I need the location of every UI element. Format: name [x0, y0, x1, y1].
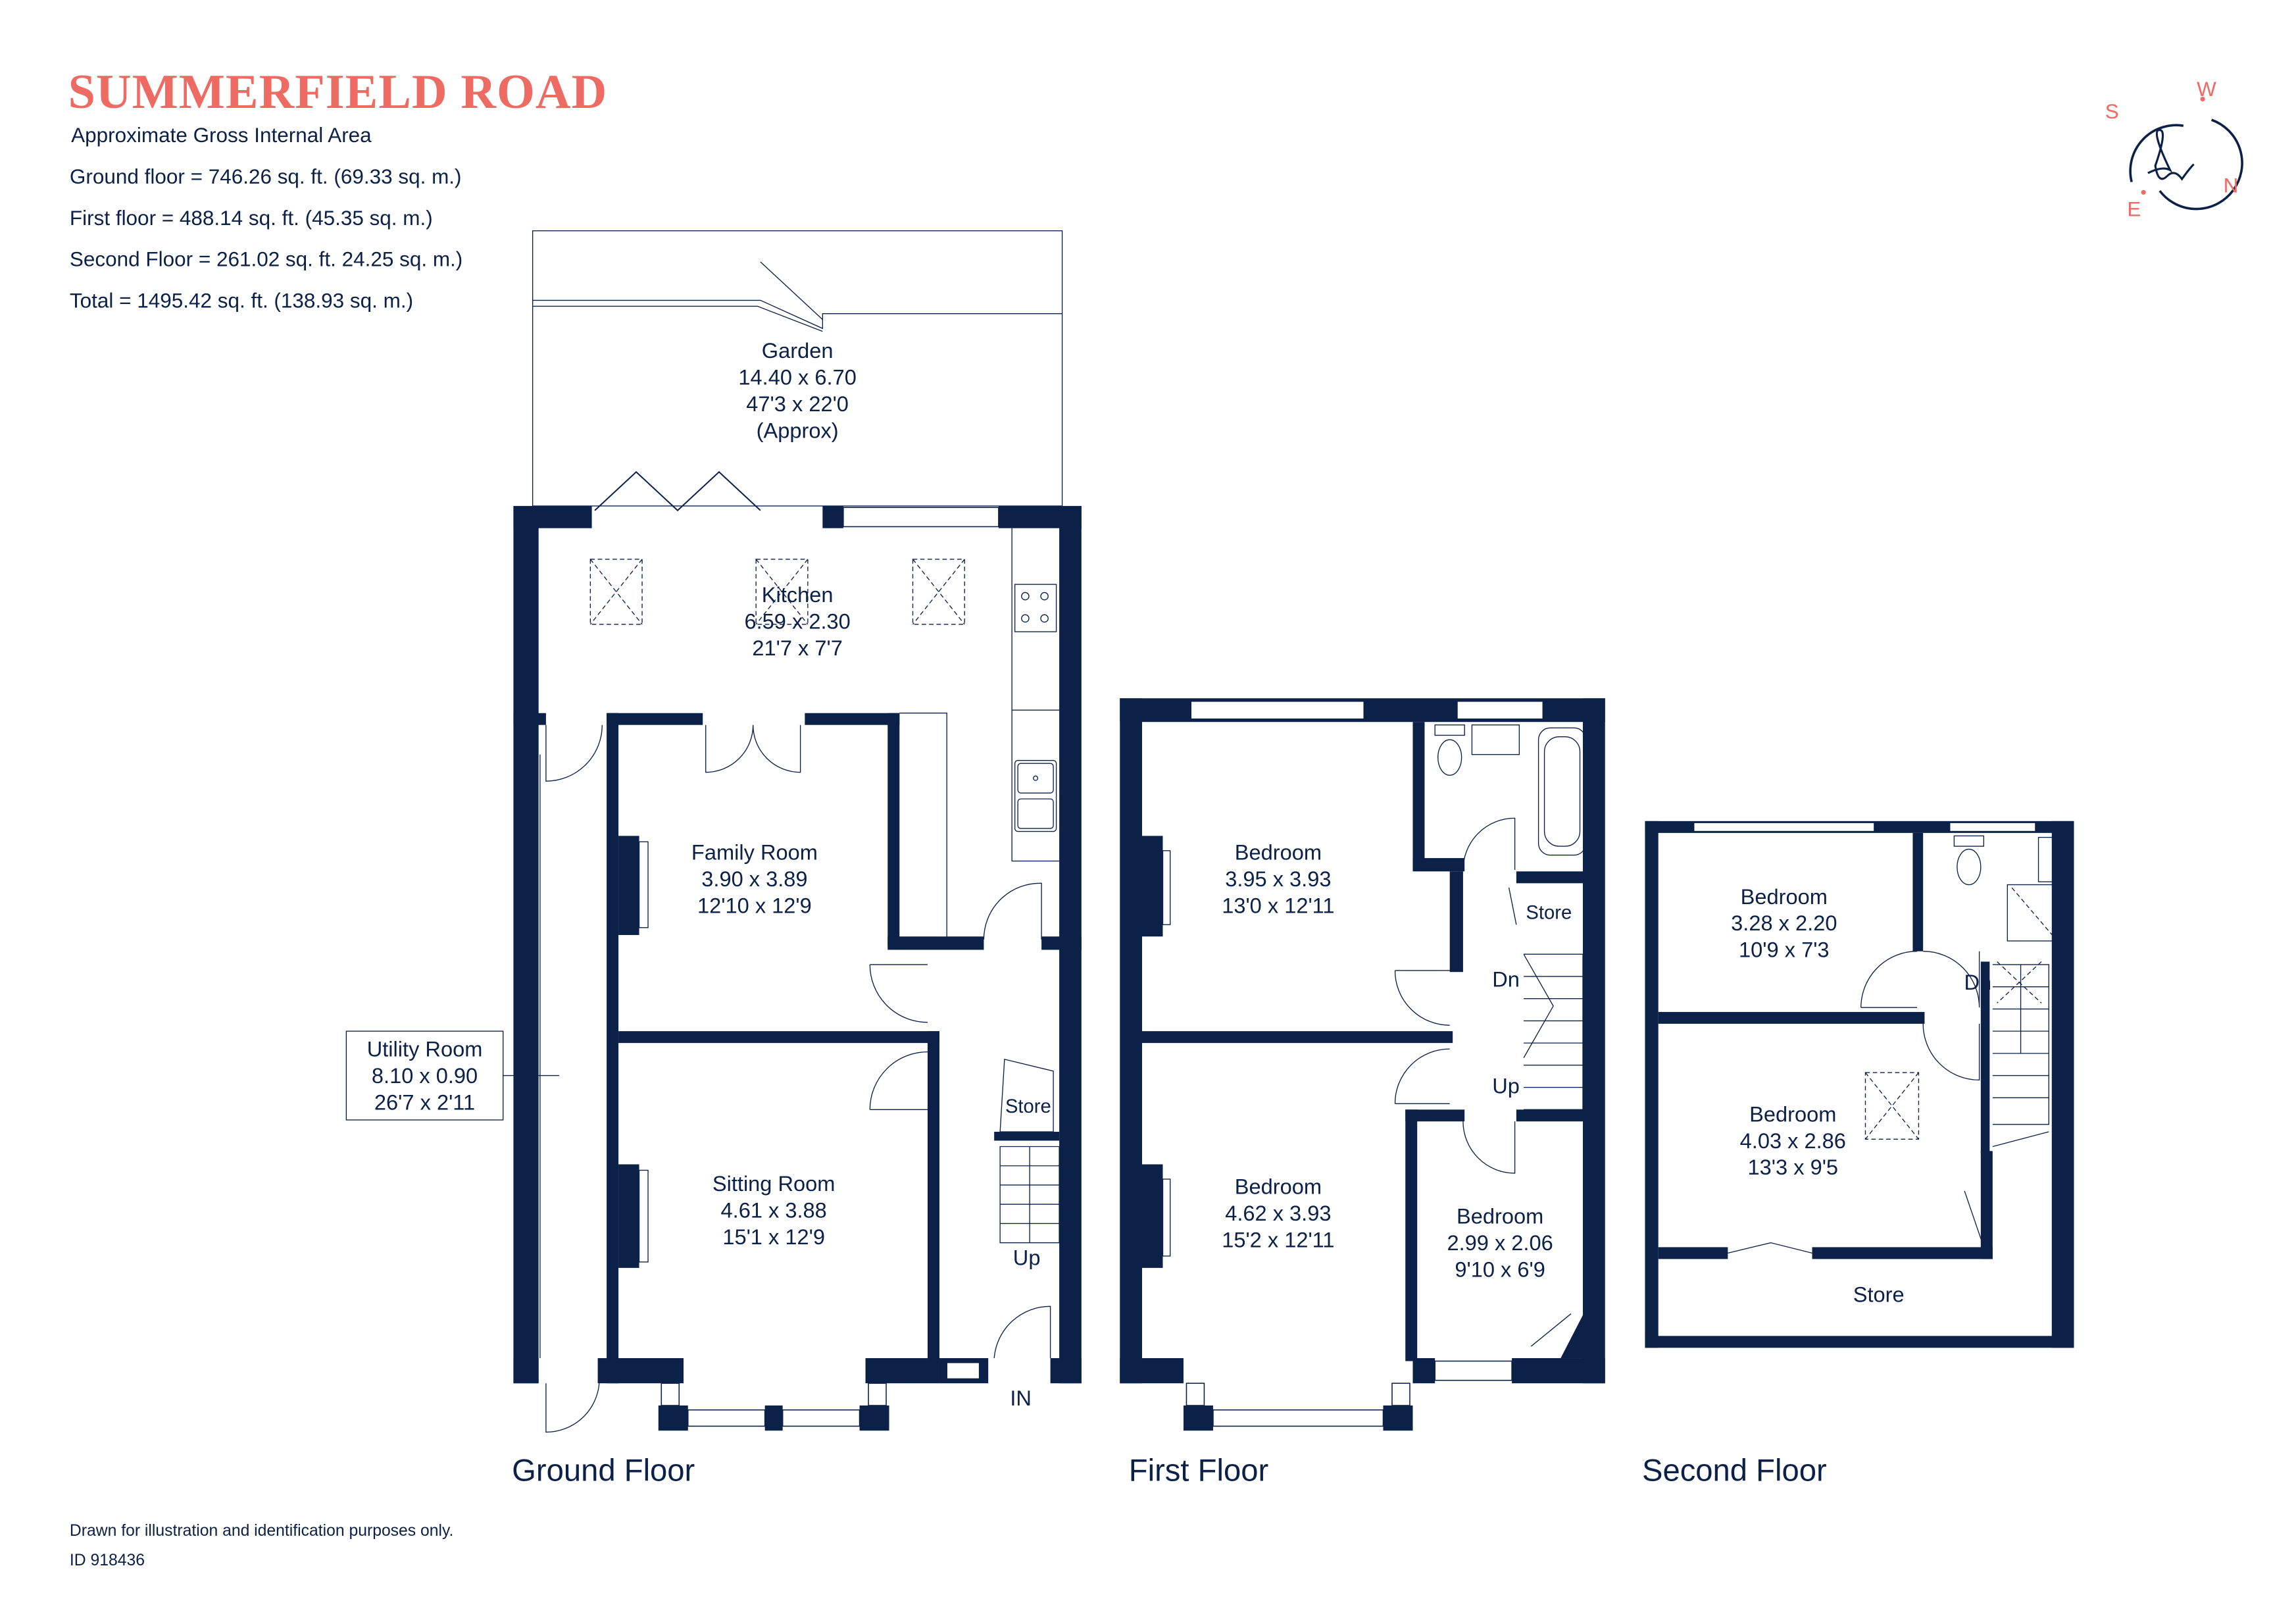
first-bedroom1-label: Bedroom [1235, 840, 1322, 864]
compass-e: E [2127, 197, 2141, 220]
family-room-imperial: 12'10 x 12'9 [697, 893, 812, 917]
first-store-label: Store [1526, 902, 1572, 923]
garden-label: Garden [762, 338, 834, 363]
second-floor-label: Second Floor [1642, 1454, 1827, 1488]
property-title: SUMMERFIELD ROAD [68, 65, 608, 119]
family-room-metric: 3.90 x 3.89 [701, 867, 807, 891]
utility-room-metric: 8.10 x 0.90 [372, 1063, 478, 1088]
kitchen-label: Kitchen [762, 582, 834, 607]
garden-imperial: 47'3 x 22'0 [746, 392, 849, 416]
area-heading: Approximate Gross Internal Area [71, 124, 372, 147]
first-floor-label: First Floor [1129, 1454, 1268, 1488]
first-bedroom3-metric: 2.99 x 2.06 [1447, 1230, 1553, 1255]
family-room-label: Family Room [691, 840, 818, 864]
second-bedroom1-imperial: 10'9 x 7'3 [1739, 938, 1830, 962]
compass-n: N [2224, 174, 2239, 197]
garden-metric: 14.40 x 6.70 [738, 365, 856, 390]
ground-stairs-up: Up [1013, 1245, 1041, 1269]
first-floor-plan: Bedroom 3.95 x 3.93 13'0 x 12'11 Bedroom… [1120, 698, 1605, 1488]
second-bedroom2-imperial: 13'3 x 9'5 [1748, 1155, 1839, 1179]
second-stairs-down: Dn [1964, 970, 1992, 994]
kitchen-imperial: 21'7 x 7'7 [752, 636, 843, 660]
first-stairs-down: Dn [1492, 967, 1520, 992]
first-bedroom1-imperial: 13'0 x 12'11 [1222, 893, 1334, 917]
utility-room-label: Utility Room [367, 1036, 483, 1061]
sitting-room-label: Sitting Room [712, 1171, 836, 1196]
sitting-room-metric: 4.61 x 3.88 [721, 1198, 827, 1222]
first-bedroom2-metric: 4.62 x 3.93 [1225, 1201, 1331, 1225]
first-bedroom1-metric: 3.95 x 3.93 [1225, 867, 1331, 891]
ground-store-label: Store [1005, 1096, 1051, 1117]
area-ground: Ground floor = 746.26 sq. ft. (69.33 sq.… [70, 165, 462, 188]
first-bedroom3-imperial: 9'10 x 6'9 [1455, 1257, 1545, 1281]
plan-id: ID 918436 [70, 1552, 145, 1569]
disclaimer: Drawn for illustration and identificatio… [70, 1522, 454, 1540]
second-bedroom1-label: Bedroom [1741, 884, 1828, 909]
compass-s: S [2105, 100, 2119, 123]
area-second: Second Floor = 261.02 sq. ft. 24.25 sq. … [70, 248, 462, 271]
first-bedroom2-imperial: 15'2 x 12'11 [1222, 1227, 1334, 1252]
entrance-label: IN [1010, 1386, 1032, 1410]
garden-area [532, 230, 1063, 507]
ground-floor-plan: Garden 14.40 x 6.70 47'3 x 22'0 (Approx)… [345, 230, 1082, 1488]
second-bedroom2-label: Bedroom [1749, 1101, 1836, 1126]
area-first: First floor = 488.14 sq. ft. (45.35 sq. … [70, 207, 433, 230]
first-bedroom3-label: Bedroom [1457, 1203, 1543, 1228]
compass-w: W [2197, 78, 2216, 101]
second-store-label: Store [1853, 1282, 1905, 1307]
kitchen-metric: 6.59 x 2.30 [744, 609, 850, 634]
first-bedroom2-label: Bedroom [1235, 1174, 1322, 1198]
second-floor-plan: Bedroom 3.28 x 2.20 10'9 x 7'3 Bedroom 4… [1642, 821, 2074, 1488]
ground-floor-label: Ground Floor [512, 1454, 695, 1488]
garden-note: (Approx) [757, 418, 839, 443]
compass-logo-icon: S W N E [2105, 78, 2243, 220]
area-total: Total = 1495.42 sq. ft. (138.93 sq. m.) [70, 290, 413, 313]
second-bedroom1-metric: 3.28 x 2.20 [1731, 911, 1837, 935]
first-stairs-up: Up [1492, 1074, 1520, 1098]
second-bedroom2-metric: 4.03 x 2.86 [1740, 1128, 1846, 1153]
sitting-room-imperial: 15'1 x 12'9 [722, 1225, 825, 1249]
utility-room-imperial: 26'7 x 2'11 [374, 1090, 475, 1114]
